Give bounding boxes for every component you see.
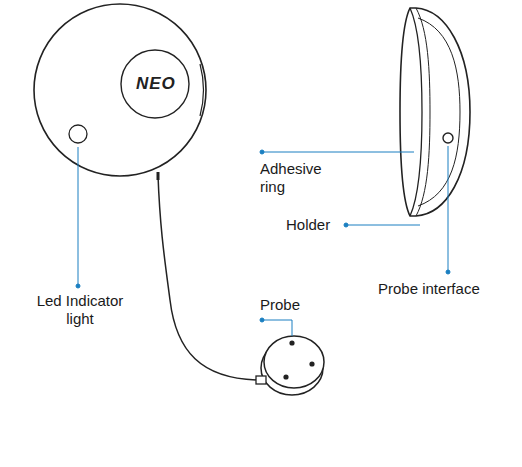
probe-stub: [256, 376, 266, 384]
leader-dot: [260, 150, 264, 154]
led-light: [69, 125, 87, 143]
leader-dot: [344, 223, 348, 227]
adhesive-ring-edge: [410, 8, 422, 216]
holder-side: [400, 8, 470, 216]
part-label: Probe: [260, 296, 300, 314]
holder-inner-edge: [416, 8, 430, 216]
probe-cable: [158, 175, 262, 380]
leader-dot: [260, 318, 264, 322]
sensor-body: [34, 4, 206, 176]
leader-line: [262, 152, 414, 153]
leader-line: [448, 146, 449, 272]
part-label: Adhesive ring: [260, 160, 332, 196]
holder-rim: [418, 18, 460, 206]
probe-top: [264, 336, 324, 388]
probe-contact: [283, 374, 288, 379]
leader-dot: [446, 270, 450, 274]
probe-interface-port: [443, 133, 453, 143]
probe-contact: [309, 361, 314, 366]
brand-logo: NEO: [136, 74, 176, 94]
probe-contact: [289, 340, 294, 345]
logo-ring: [121, 50, 189, 118]
leader-line: [346, 225, 420, 226]
body-edge: [200, 64, 204, 116]
part-label: Led Indicator light: [28, 292, 132, 328]
leader-line: [262, 320, 292, 336]
leader-line: [78, 147, 79, 286]
part-label: Holder: [286, 216, 330, 234]
cable-grommet: [157, 172, 160, 180]
part-label: Probe interface: [378, 280, 480, 298]
leader-dot: [76, 284, 80, 288]
